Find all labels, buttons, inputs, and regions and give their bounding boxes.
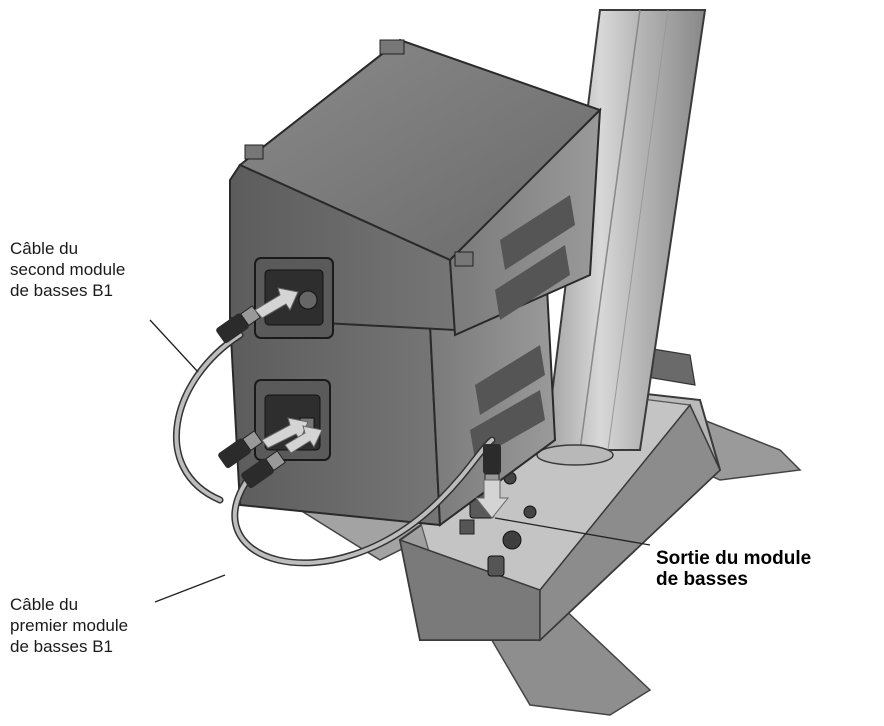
arrow-down-icon bbox=[474, 479, 510, 519]
label-line: de basses B1 bbox=[10, 281, 114, 300]
arrow-icon bbox=[254, 287, 299, 319]
leader-lines bbox=[149, 319, 651, 603]
label-line: de basses B1 bbox=[10, 637, 114, 656]
label-bass-module-output: Sortie du module de basses bbox=[656, 548, 811, 590]
label-second-module-cable: Câble du second module de basses B1 bbox=[10, 238, 125, 301]
label-line: second module bbox=[10, 260, 126, 279]
insertion-arrows bbox=[254, 287, 510, 519]
label-first-module-cable: Câble du premier module de basses B1 bbox=[10, 594, 128, 657]
cables bbox=[172, 331, 496, 567]
label-line: Sortie du module bbox=[656, 548, 812, 569]
label-line: de basses bbox=[656, 569, 748, 590]
label-line: premier module bbox=[10, 616, 129, 635]
bass-module-upper bbox=[229, 38, 602, 339]
label-line: Câble du bbox=[10, 239, 79, 258]
arrow-icon bbox=[284, 425, 323, 454]
label-line: Câble du bbox=[10, 595, 79, 614]
stand-pole bbox=[536, 9, 707, 466]
